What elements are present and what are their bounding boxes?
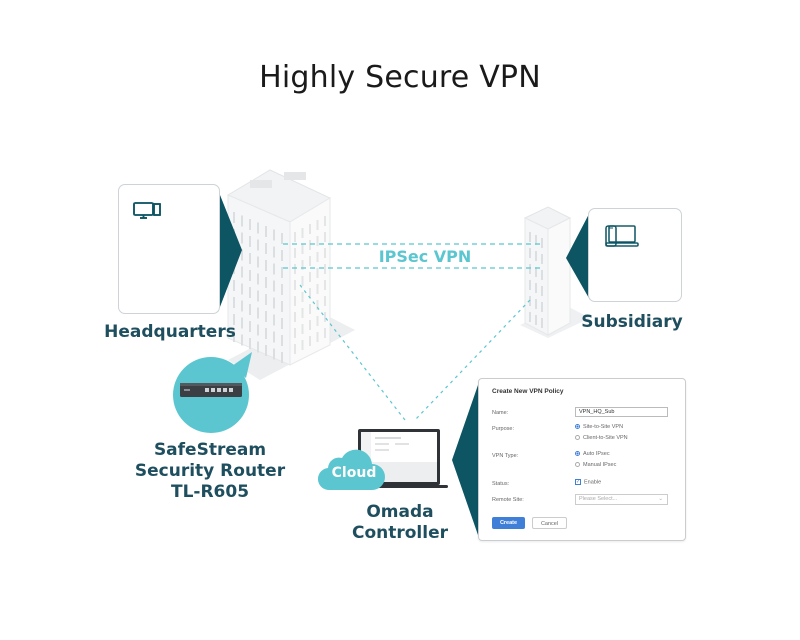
status-label: Status: <box>492 481 510 487</box>
radio-selected-icon <box>575 451 580 457</box>
remote-site-select[interactable]: Please Select... ⌄ <box>575 494 668 505</box>
radio-unselected-icon <box>575 435 580 441</box>
vpn-type-option-manual[interactable]: Manual IPsec <box>575 462 616 468</box>
router-label-line: Security Router <box>134 461 286 481</box>
subsidiary-label: Subsidiary <box>581 312 683 332</box>
purpose-option-client-to-site[interactable]: Client-to-Site VPN <box>575 435 628 441</box>
purpose-label: Purpose: <box>492 426 515 432</box>
status-enable-checkbox[interactable]: ✓Enable <box>575 479 602 486</box>
remote-site-label: Remote Site: <box>492 497 524 503</box>
diagram-title: Highly Secure VPN <box>259 60 541 95</box>
controller-label: Omada Controller <box>330 502 470 544</box>
name-input[interactable]: VPN_HQ_Sub <box>575 407 668 417</box>
cancel-button[interactable]: Cancel <box>532 517 567 529</box>
ipsec-vpn-tunnel <box>283 243 540 269</box>
controller-links <box>299 284 531 421</box>
vpn-type-option-auto[interactable]: Auto IPsec <box>575 451 610 457</box>
subsidiary-pointer <box>566 212 590 300</box>
controller-label-line: Controller <box>351 523 448 543</box>
create-button[interactable]: Create <box>492 517 525 529</box>
ipsec-vpn-label: IPSec VPN <box>378 247 472 266</box>
cloud-label: Cloud <box>331 465 377 481</box>
form-title: Create New VPN Policy <box>492 388 564 395</box>
vpn-type-label: VPN Type: <box>492 453 519 459</box>
router-label-line: SafeStream <box>153 440 267 460</box>
vpn-policy-form: Create New VPN Policy Name: VPN_HQ_Sub P… <box>478 378 686 541</box>
hq-pointer <box>218 190 242 312</box>
name-label: Name: <box>492 410 509 416</box>
radio-unselected-icon <box>575 462 580 468</box>
controller-label-line: Omada <box>366 502 434 522</box>
router-label-line: TL-R605 <box>170 482 250 502</box>
headquarters-building <box>226 169 355 380</box>
subsidiary-devices-card <box>588 208 682 302</box>
headquarters-label: Headquarters <box>104 322 236 342</box>
subsidiary-building <box>520 206 590 338</box>
checkmark-icon: ✓ <box>575 479 581 485</box>
radio-selected-icon <box>575 424 580 430</box>
router-label: SafeStream Security Router TL-R605 <box>120 440 300 503</box>
headquarters-devices-card <box>118 184 220 314</box>
form-pointer <box>452 385 478 535</box>
chevron-down-icon: ⌄ <box>658 496 663 502</box>
purpose-option-site-to-site[interactable]: Site-to-Site VPN <box>575 424 623 430</box>
